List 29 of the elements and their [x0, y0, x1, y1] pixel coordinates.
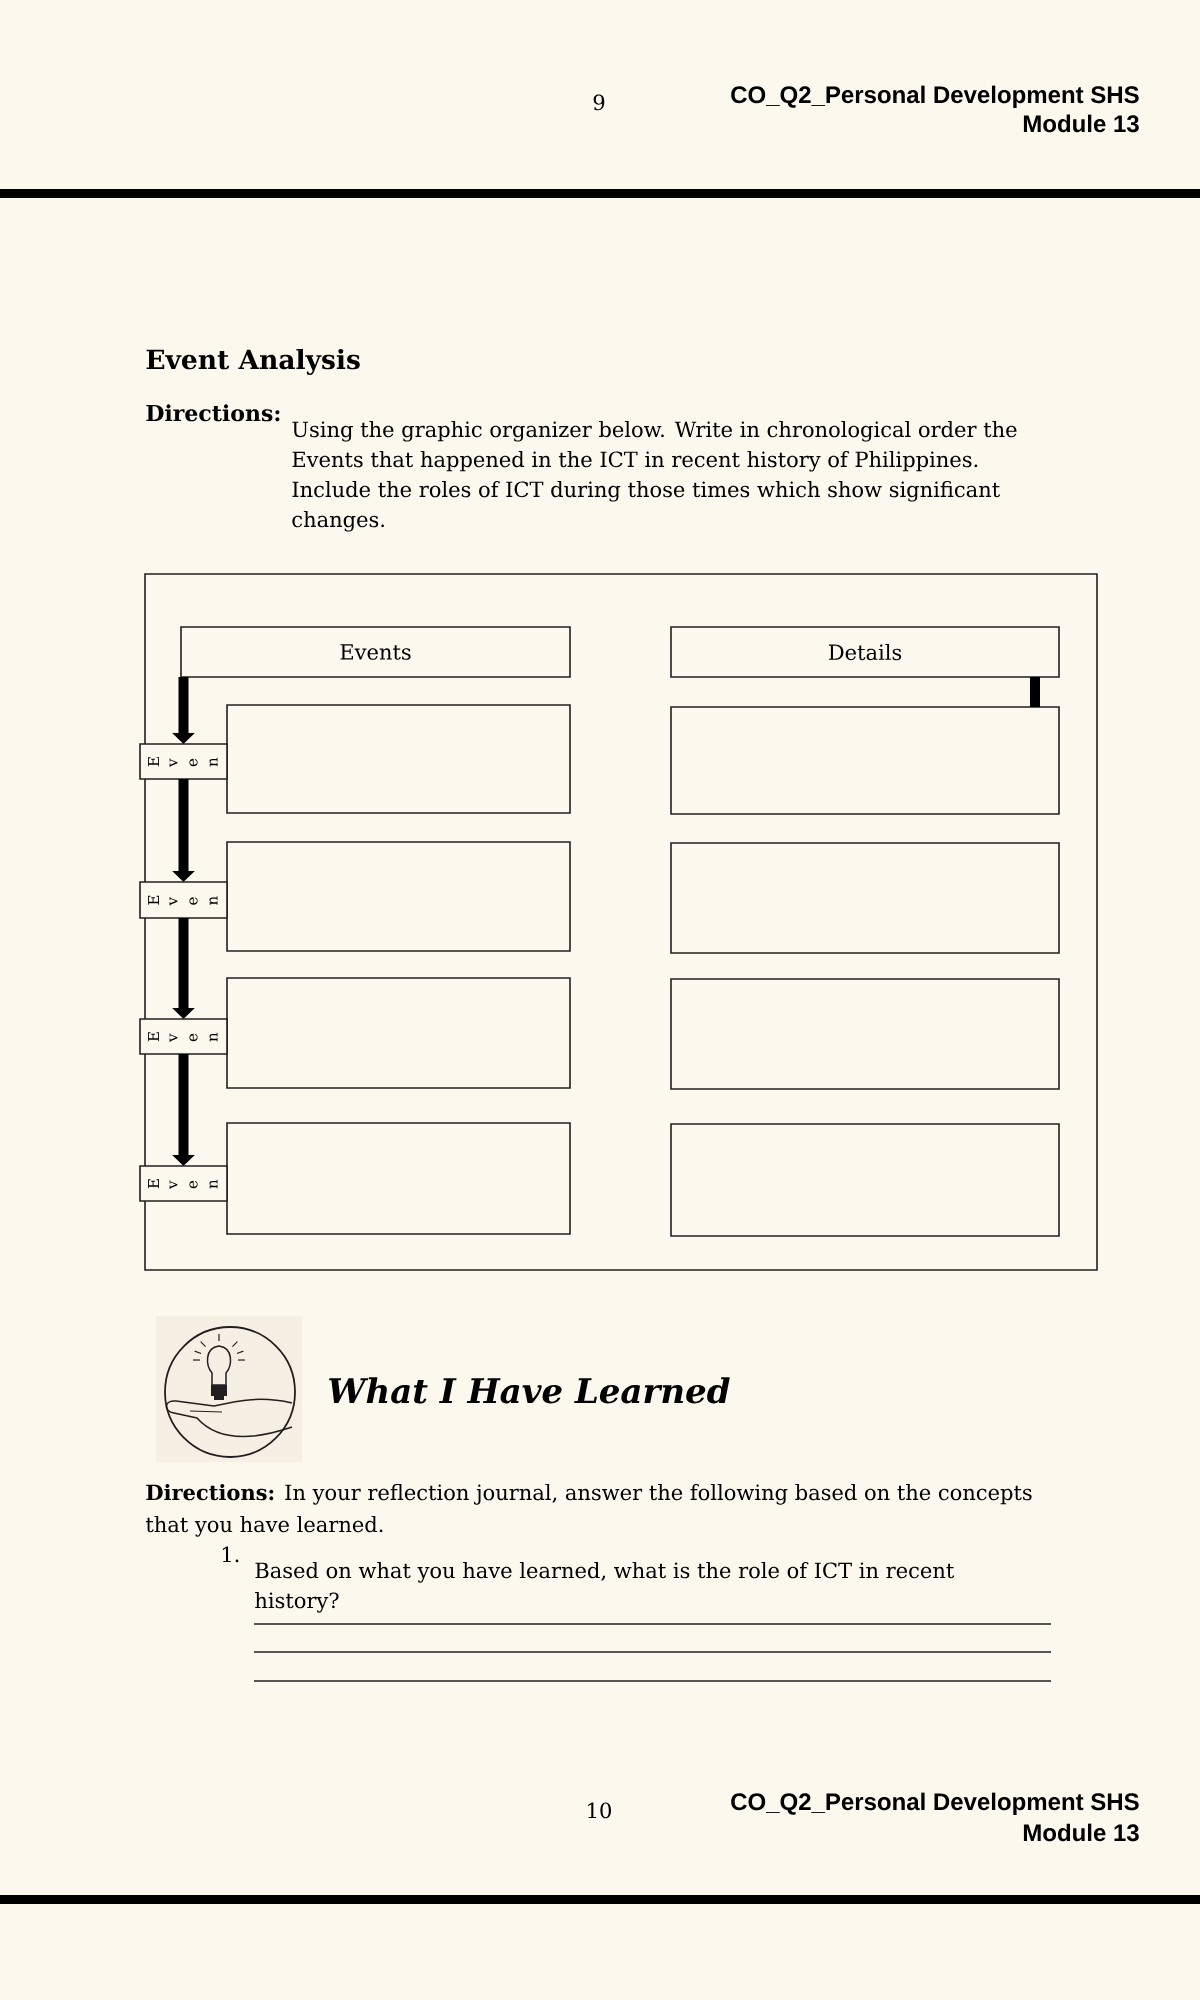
- question-text: Based on what you have learned, what is the role of ICT in recent history?: [255, 1562, 955, 1613]
- section-heading: What I Have Learned: [329, 1377, 730, 1404]
- page-number: 10: [588, 1802, 611, 1819]
- answer-box: [670, 1123, 1060, 1237]
- answer-box: [670, 978, 1060, 1090]
- event-tab: Even: [139, 743, 228, 780]
- column-header: Details: [670, 626, 1060, 678]
- running-header: CO_Q2_Personal Development SHS: [731, 1792, 1139, 1815]
- directions-text: Using the graphic organizer below. Write in chronological order the Events that happened in the ICT in recent history of Philippines. Include the roles of ICT during those times which show significant changes.: [292, 421, 1017, 532]
- answer-box: [226, 977, 571, 1089]
- section-heading: Event Analysis: [146, 348, 360, 375]
- answer-box: [226, 704, 571, 814]
- running-header: Module 13: [1023, 1823, 1139, 1842]
- running-header: CO_Q2_Personal Development SHS: [731, 85, 1139, 108]
- answer-box: [226, 1122, 571, 1235]
- running-header: Module 13: [1023, 114, 1139, 133]
- event-tab: Even: [139, 1018, 228, 1055]
- event-tab: Even: [139, 881, 228, 919]
- item-number: 1.: [222, 1546, 239, 1563]
- answer-box: [226, 841, 571, 952]
- directions-label: Directions:: [146, 404, 280, 422]
- answer-box: [670, 706, 1060, 815]
- organizer-frame: [144, 573, 1098, 1271]
- answer-box: [670, 842, 1060, 954]
- column-header: Events: [180, 626, 571, 678]
- event-tab: Even: [139, 1165, 228, 1202]
- directions-text: Directions: In your reflection journal, answer the following based on the concepts that you have learned.: [145, 1484, 1032, 1537]
- page-number: 9: [593, 94, 605, 111]
- connector-bar: [1030, 677, 1040, 707]
